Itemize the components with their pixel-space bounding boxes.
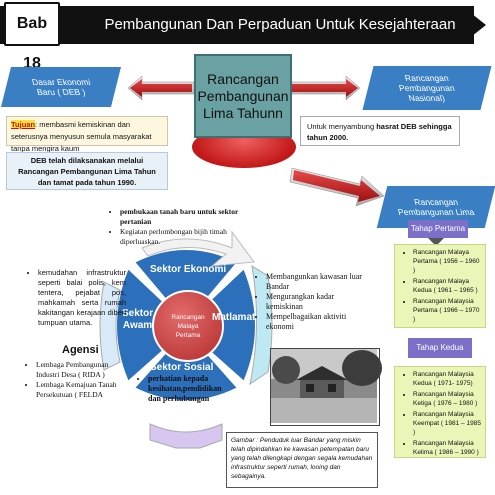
tahap-kedua-list: Rancangan Malaysia Kedua ( 1971- 1975) R…: [394, 366, 486, 458]
agensi-title: Agensi: [62, 344, 99, 356]
rpn-line-3: Nasional): [407, 93, 447, 103]
wheel-center-line-2: Malaya: [177, 322, 199, 330]
sector-wheel: [99, 230, 273, 449]
wheel-outer-top: [141, 230, 255, 267]
rpn-detail-prefix: Untuk menyambung: [307, 122, 377, 131]
list-item: pembukaan tanah baru untuk sektor pertan…: [120, 207, 250, 227]
sektor-ekonomi-label: Sektor Ekonomi: [150, 264, 227, 275]
tahap-pertama-list: Rancangan Malaya Pertama ( 1956 – 1960 )…: [394, 244, 486, 328]
wheel-outer-right: [249, 264, 273, 386]
list-item: kemudahan infrastruktur seperti balai po…: [38, 268, 126, 328]
arrow-left-red: [130, 79, 192, 97]
center-line-2: Pembangunan: [197, 87, 289, 104]
list-item: Rancangan Malaysia Kedua ( 1971- 1975): [413, 370, 481, 388]
list-item: Rancangan Malaysia Pertama ( 1966 – 1970…: [413, 297, 481, 324]
wheel-center-line-3: Pertama: [175, 331, 201, 339]
wheel-outer-left: [99, 281, 121, 371]
sosial-points: perhatian kepada kesihatan,pendidikan da…: [138, 374, 228, 404]
list-item: Mempelbagaikan aktiviti ekonomi: [266, 312, 366, 332]
sektor-awam-line-1: Sektor: [122, 308, 154, 319]
sektor-awam-line-2: Awam: [122, 320, 153, 331]
rpl-line-2: Pembangunan Lima: [396, 207, 476, 217]
wheel-center: Rancangan Malaya Pertama: [152, 290, 224, 362]
wheel-outer-bottom: [149, 423, 223, 449]
list-item: Mengurangkan kadar kemiskinan: [266, 292, 366, 312]
list-item: Membangunkan kawasan luar Bandar: [266, 272, 366, 292]
tahap-pertama-label: Tahap Pertama: [408, 220, 468, 238]
rpn-detail-box: Untuk menyambung hasrat DEB sehingga tah…: [300, 116, 460, 146]
photo-scene: [271, 349, 382, 423]
arrow-right-red: [292, 79, 358, 97]
photo-caption: Gambar : Penduduk luar Bandar yang miski…: [226, 432, 378, 488]
list-item: Kegiatan perlombongan bijih timah diperl…: [120, 227, 250, 247]
list-item: Rancangan Malaysia Ketiga ( 1976 – 1980 …: [413, 390, 481, 408]
village-photo: [270, 348, 380, 426]
center-title-box: Rancangan Pembangunan Lima Tahunn: [194, 54, 292, 138]
matlamat-label: Matlamat: [212, 312, 256, 323]
ekonomi-points: pembukaan tanah baru untuk sektor pertan…: [110, 207, 250, 247]
list-item: Lembaga Pembangunan Industri Desa ( RIDA…: [36, 360, 130, 380]
arrow-diagonal-red: [293, 170, 380, 202]
agensi-list: Lembaga Pembangunan Industri Desa ( RIDA…: [26, 360, 130, 400]
awam-points: kemudahan infrastruktur seperti balai po…: [28, 268, 126, 328]
sektor-awam-label: Sektor Awam: [122, 308, 153, 332]
list-item: Lembaga Kemajuan Tanah Persekutuan ( FEL…: [36, 380, 130, 400]
header-arrow: [462, 6, 486, 44]
center-line-3: Lima Tahunn: [203, 104, 283, 121]
list-item: Rancangan Malaya Kedua ( 1961 – 1965 ): [413, 277, 481, 295]
tujuan-box: Tujuan: membasmi kemiskinan dan seterusn…: [6, 116, 168, 153]
rpn-line-1: Rancangan: [404, 73, 450, 83]
deb-line-2: Baru ( DEB ): [35, 87, 87, 97]
rpl-line-1: Rancangan: [413, 197, 459, 207]
list-item: Rancangan Malaya Pertama ( 1956 – 1960 ): [413, 248, 481, 275]
center-line-1: Rancangan: [207, 70, 279, 87]
wheel-center-line-1: Rancangan: [171, 313, 205, 321]
list-item: Rancangan Malaysia Kelima ( 1986 – 1990 …: [413, 439, 481, 457]
list-item: Rancangan Malaysia Keempat ( 1981 – 1985…: [413, 410, 481, 437]
deb-detail-box: DEB telah dilaksanakan melalui Rancangan…: [6, 152, 168, 190]
rpn-line-2: Pembangunan: [398, 83, 456, 93]
tujuan-label: Tujuan: [11, 120, 36, 129]
tahap-kedua-label: Tahap Kedua: [408, 338, 472, 358]
tujuan-text: : membasmi kemiskinan dan seterusnya men…: [11, 120, 152, 153]
sektor-sosial-label: Sektor Sosial: [150, 362, 214, 373]
matlamat-points: Membangunkan kawasan luar Bandar Mengura…: [256, 272, 366, 332]
list-item: perhatian kepada kesihatan,pendidikan da…: [148, 374, 228, 404]
header-bar: [0, 6, 474, 44]
page-title: Pembangunan Dan Perpaduan Untuk Kesejaht…: [104, 16, 456, 33]
deb-line-1: Dasar Ekonomi: [30, 77, 92, 87]
rpn-detail-bold: hasrat DEB sehingga tahun 2000.: [307, 122, 452, 142]
